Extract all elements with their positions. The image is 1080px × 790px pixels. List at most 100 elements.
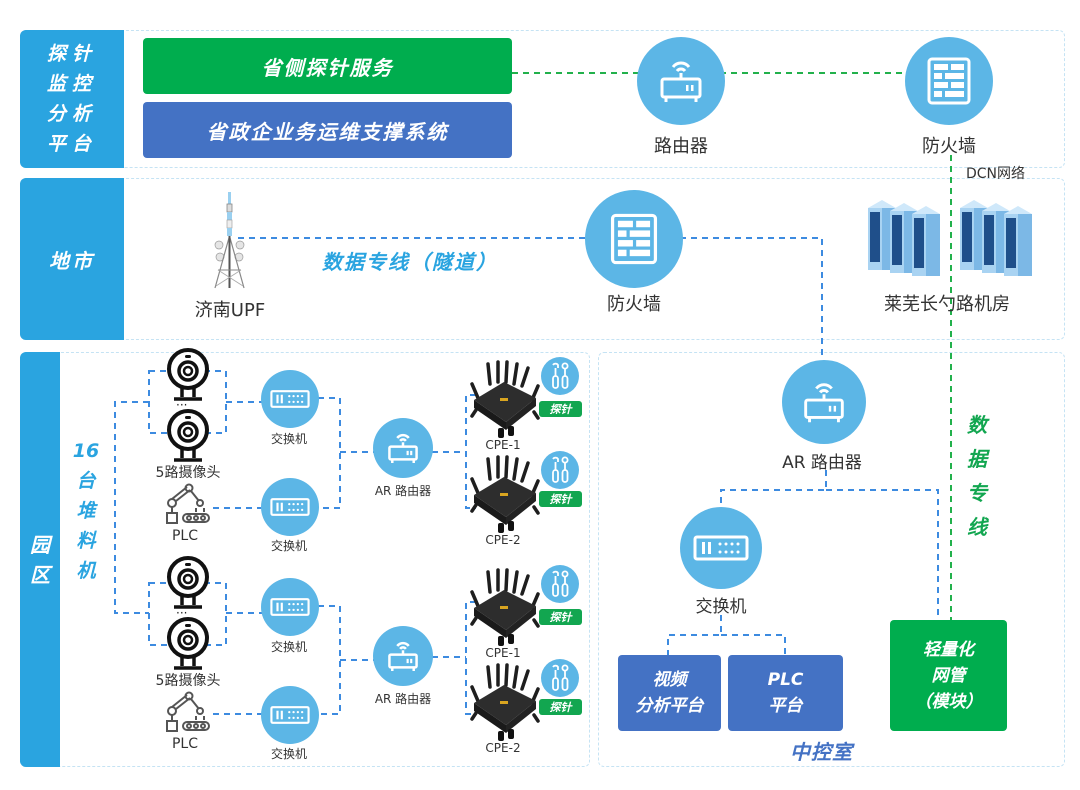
probe-badge[interactable]: 探针 xyxy=(539,401,582,417)
cpe-device-icon[interactable] xyxy=(470,568,540,652)
stacker-label-char: 机 xyxy=(76,560,96,582)
firewall-label-top: 防火墙 xyxy=(922,136,976,157)
probe-badge[interactable]: 探针 xyxy=(539,609,582,625)
link-switches-ar-1 xyxy=(318,397,341,509)
cpe-device-icon[interactable] xyxy=(470,663,540,747)
switch-glyph xyxy=(270,390,310,408)
label-line: 监控 xyxy=(46,73,97,95)
ops-support-system-bar[interactable]: 省政企业务运维支撑系统 xyxy=(143,102,512,158)
camera-glyph xyxy=(167,617,209,670)
probe-tool-icon xyxy=(541,357,579,395)
firewall-city-icon[interactable] xyxy=(585,190,683,288)
probe-tool-glyph xyxy=(552,362,569,389)
nms-line: （模块） xyxy=(914,691,983,712)
switch-label: 交换机 xyxy=(270,432,308,446)
ar-router-icon[interactable] xyxy=(373,418,433,478)
camera-icon[interactable] xyxy=(166,555,210,617)
plc-robot-icon[interactable] xyxy=(163,483,213,529)
switch-icon[interactable] xyxy=(261,686,319,744)
dedicated-line-label: 数 据 专 线 xyxy=(962,408,992,544)
link-stacker-bus xyxy=(114,401,149,614)
robot-arm-glyph xyxy=(166,483,210,524)
router-glyph xyxy=(388,433,418,463)
camera-icon[interactable] xyxy=(166,347,210,409)
link-cpebus-2 xyxy=(465,601,476,715)
router-glyph xyxy=(660,61,702,102)
robot-arm-glyph xyxy=(166,691,210,732)
ar-router-control-icon[interactable] xyxy=(782,360,866,444)
router-label: 路由器 xyxy=(654,136,708,157)
switch-control-label: 交换机 xyxy=(695,597,747,617)
cpe-label: CPE-2 xyxy=(485,533,521,547)
firewall-glyph xyxy=(927,57,971,105)
link-cpebus-1 xyxy=(465,394,476,509)
dcn-network-label: DCN网络 xyxy=(966,166,1026,182)
router-icon[interactable] xyxy=(637,37,725,125)
switch-icon[interactable] xyxy=(261,370,319,428)
camera-group-label: 5路摄像头 xyxy=(155,673,221,689)
section-label-probe-platform: 探针 监控 分析 平台 xyxy=(20,30,124,168)
camera-glyph xyxy=(167,556,209,609)
upf-label: 济南UPF xyxy=(194,300,266,321)
stacker-label-char: 台 xyxy=(76,470,96,492)
provincial-probe-service-bar[interactable]: 省侧探针服务 xyxy=(143,38,512,94)
plc-platform-line: PLC xyxy=(767,670,804,690)
video-analytics-platform[interactable]: 视频 分析平台 xyxy=(618,655,721,731)
park-label-char: 区 xyxy=(30,562,50,587)
firewall-city-label: 防火墙 xyxy=(607,294,661,315)
switch-icon[interactable] xyxy=(261,578,319,636)
plc-platform-line: 平台 xyxy=(768,696,803,716)
datacenter-label: 莱芜长勺路机房 xyxy=(884,294,1010,315)
ellipsis: ··· xyxy=(176,606,188,620)
dedicated-line-char: 线 xyxy=(967,515,987,539)
datacenter-servers-icon xyxy=(862,190,1037,280)
camera-glyph xyxy=(167,409,209,462)
camera-icon[interactable] xyxy=(166,408,210,470)
cpe-device-icon[interactable] xyxy=(470,360,540,444)
lightweight-nms-module[interactable]: 轻量化 网管 （模块） xyxy=(890,620,1007,731)
stacker-label-char: 16 xyxy=(72,440,100,462)
firewall-glyph xyxy=(610,213,658,265)
plc-platform[interactable]: PLC 平台 xyxy=(728,655,843,731)
tunnel-label: 数据专线（隧道） xyxy=(322,250,498,274)
probe-badge[interactable]: 探针 xyxy=(539,491,582,507)
probe-badge[interactable]: 探针 xyxy=(539,699,582,715)
camera-glyph xyxy=(167,348,209,401)
camera-group-label: 5路摄像头 xyxy=(155,465,221,481)
ar-router-control-label: AR 路由器 xyxy=(782,453,862,473)
dedicated-line-char: 数 xyxy=(967,413,987,437)
blue-link-switch-plc-platform xyxy=(721,634,786,655)
switch-icon[interactable] xyxy=(261,478,319,536)
camera-icon[interactable] xyxy=(166,616,210,678)
firewall-icon[interactable] xyxy=(905,37,993,125)
cpe-label: CPE-1 xyxy=(485,438,521,452)
cpe-device-icon[interactable] xyxy=(470,455,540,539)
switch-label: 交换机 xyxy=(270,747,308,761)
ar-router-icon[interactable] xyxy=(373,626,433,686)
cpe-device-glyph xyxy=(470,568,540,646)
stacker-label-char: 堆 xyxy=(76,500,96,522)
ellipsis: ··· xyxy=(176,398,188,412)
probe-tool-glyph xyxy=(552,456,569,483)
blue-link-ar-switch xyxy=(720,470,827,510)
probe-tool-icon xyxy=(541,451,579,489)
nms-line: 轻量化 xyxy=(923,639,974,660)
plc-label: PLC xyxy=(171,736,199,752)
dedicated-line-char: 据 xyxy=(967,447,987,471)
stacker-label-char: 料 xyxy=(76,530,96,552)
probe-tool-glyph xyxy=(552,664,569,691)
label-line: 分析 xyxy=(46,103,97,125)
stacker-label: 16 台 堆 料 机 xyxy=(66,436,106,586)
router-glyph xyxy=(804,383,844,423)
switch-glyph xyxy=(270,706,310,724)
plc-robot-icon[interactable] xyxy=(163,691,213,737)
nms-line: 网管 xyxy=(931,665,966,686)
switch-control-icon[interactable] xyxy=(680,507,762,589)
video-platform-line: 分析平台 xyxy=(635,696,704,716)
label-line: 平台 xyxy=(46,133,97,155)
probe-tool-glyph xyxy=(552,570,569,597)
city-label-text: 地市 xyxy=(49,248,95,273)
probe-tool-icon xyxy=(541,659,579,697)
blue-link-ar-nms xyxy=(826,489,939,620)
